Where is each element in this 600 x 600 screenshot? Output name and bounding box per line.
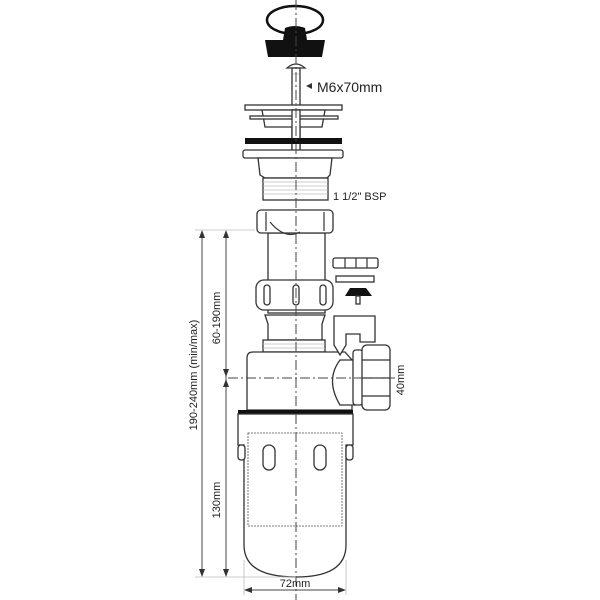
overall-height-label: 190-240mm (min/max) bbox=[188, 320, 200, 431]
strainer bbox=[244, 104, 343, 157]
waste-body bbox=[242, 149, 344, 201]
trap-pipe bbox=[255, 209, 334, 353]
rubber-washer bbox=[245, 138, 342, 144]
trap-height-label: 130mm bbox=[211, 482, 223, 519]
dimension-lines bbox=[195, 229, 347, 595]
adjust-height-label: 60-190mm bbox=[211, 292, 223, 345]
thread-label: 1 1/2" BSP bbox=[333, 191, 386, 203]
outlet-label: 40mm bbox=[395, 365, 407, 396]
screw-label: M6x70mm bbox=[317, 79, 382, 95]
side-inlet-parts bbox=[332, 257, 379, 357]
seal-band bbox=[238, 410, 353, 414]
screw-arrow bbox=[306, 83, 312, 89]
plug-and-chain-ring bbox=[265, 4, 325, 57]
width-label: 72mm bbox=[280, 578, 311, 590]
